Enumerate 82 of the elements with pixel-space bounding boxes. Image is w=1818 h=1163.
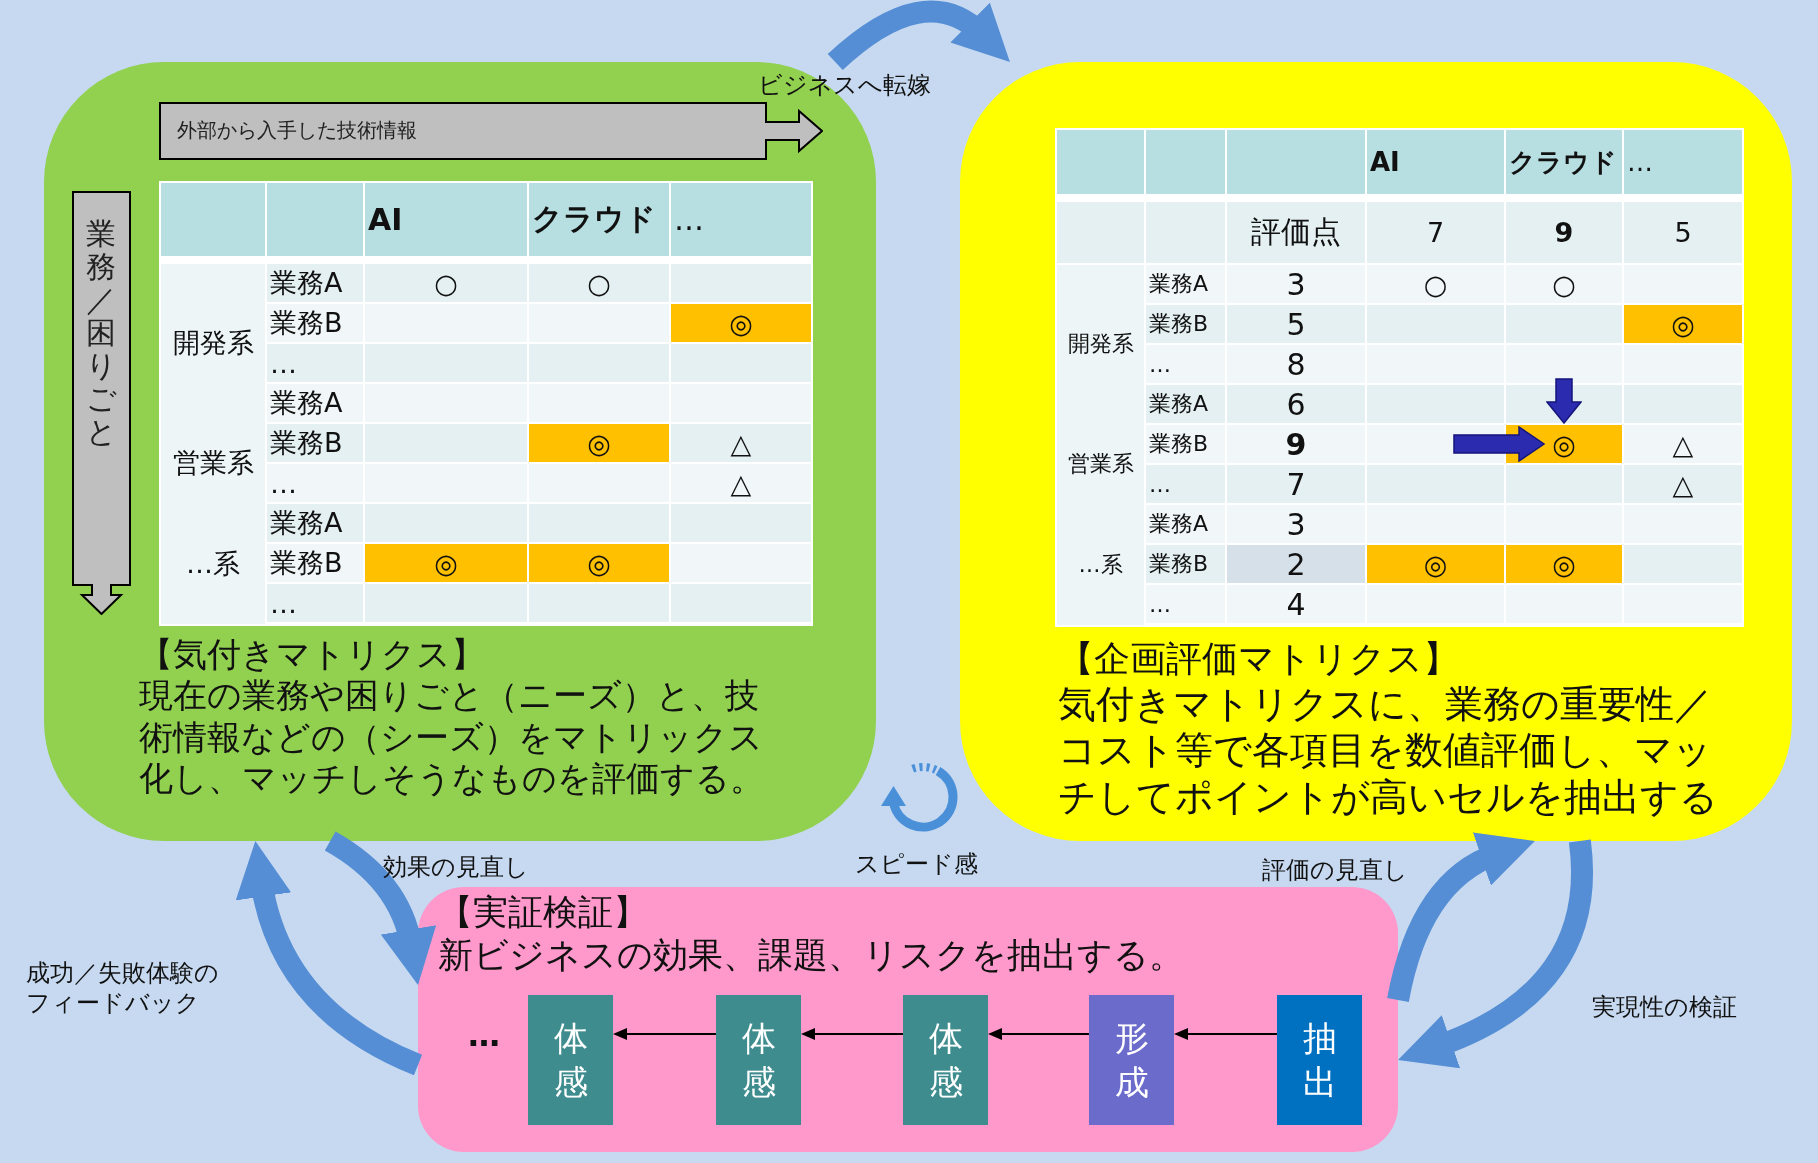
panel-description: 新ビジネスの効果、課題、リスクを抽出する。: [438, 933, 1185, 977]
edge-label: 実現性の検証: [1592, 992, 1737, 1022]
table-cell: 業務A: [1146, 385, 1225, 423]
highlighted-cell: ◎: [671, 304, 811, 342]
table-cell: 業務B: [267, 424, 363, 462]
table-cell: ○: [529, 264, 669, 302]
table-cell: 7: [1367, 202, 1504, 263]
table-cell: 業務A: [267, 384, 363, 422]
table-cell: ○: [1367, 265, 1504, 303]
highlighted-cell: ◎: [1367, 545, 1504, 583]
table-cell: …: [267, 464, 363, 502]
highlighted-cell: ◎: [529, 424, 669, 462]
table-cell: 4: [1227, 585, 1365, 623]
arrow: [988, 1028, 1090, 1040]
rounded-panel: [418, 887, 1398, 1152]
panel-description: 現在の業務や困りごと（ニーズ）と、技術情報などの（シーズ）をマトリックス化し、マッチしそうなものを評価する。: [139, 675, 765, 800]
curved-arrow: [236, 841, 423, 1076]
table-cell: 5: [1624, 202, 1742, 263]
table-cell: △: [1624, 465, 1742, 503]
curved-arrow: [1387, 833, 1535, 1003]
edge-label: 効果の見直し: [383, 852, 529, 882]
edge-label: 成功／失敗体験のフィードバック: [26, 958, 220, 1018]
panel-heading: 【実証検証】: [438, 891, 649, 934]
edge-label: ビジネスへ転嫁: [758, 70, 931, 100]
table-cell: …: [267, 584, 363, 622]
panel-description: 気付きマトリクスに、業務の重要性／コスト等で各項目を数値評価し、マッチしてポイントが高いセルを抽出する: [1058, 680, 1719, 820]
caption-text: スピード感: [855, 849, 978, 880]
table-header-cell: …: [671, 183, 811, 256]
panel-heading: 【気付きマトリクス】: [139, 634, 486, 676]
table-cell: 業務A: [267, 504, 363, 542]
highlighted-cell: ◎: [1506, 545, 1622, 583]
arrow: [801, 1028, 904, 1040]
table-cell: 業務A: [267, 264, 363, 302]
curved-arrow: [324, 831, 436, 985]
table-cell: 8: [1227, 345, 1365, 383]
table-cell: 9: [1506, 202, 1622, 263]
edge-label: 評価の見直し: [1262, 855, 1408, 885]
table-header-cell: AI: [1367, 130, 1504, 194]
table-cell: …: [1146, 465, 1225, 503]
table-cell: ○: [1506, 265, 1622, 303]
table-cell: 業務B: [1146, 425, 1225, 463]
table-cell: 3: [1227, 505, 1365, 543]
curved-arrow: [827, 0, 1012, 71]
step-box: 体感: [716, 995, 801, 1125]
step-box: 形成: [1089, 995, 1174, 1125]
table-cell: 業務B: [267, 304, 363, 342]
ellipsis-text: …: [468, 1016, 500, 1054]
table-cell: 業務B: [267, 544, 363, 582]
table-cell: △: [671, 464, 811, 502]
block-arrow: 外部から入手した技術情報: [159, 102, 823, 160]
highlighted-cell: ◎: [1624, 305, 1742, 343]
table-cell: 9: [1227, 425, 1365, 463]
table-header-cell: AI: [365, 183, 527, 256]
table-cell: …: [1146, 585, 1225, 623]
table-cell: 2: [1227, 545, 1365, 583]
table-cell: △: [1624, 425, 1742, 463]
table-header-cell: クラウド: [529, 183, 669, 256]
table-cell: 7: [1227, 465, 1365, 503]
table-cell: …: [1146, 345, 1225, 383]
step-box: 抽出: [1277, 995, 1362, 1125]
table-cell: 6: [1227, 385, 1365, 423]
table-cell: 業務B: [1146, 545, 1225, 583]
arrow: [1174, 1028, 1278, 1040]
step-box: 体感: [903, 995, 988, 1125]
block-arrow: 業務／困りごと: [72, 191, 131, 615]
step-box: 体感: [528, 995, 613, 1125]
table-header-cell: クラウド: [1506, 130, 1622, 194]
table-cell: 評価点: [1227, 202, 1365, 263]
table-cell: ○: [365, 264, 527, 302]
highlighted-cell: ◎: [529, 544, 669, 582]
table-header-cell: …: [1624, 130, 1742, 194]
highlighted-cell: ◎: [365, 544, 527, 582]
panel-heading: 【企画評価マトリクス】: [1058, 637, 1460, 681]
table-cell: 業務A: [1146, 265, 1225, 303]
table-cell: 業務B: [1146, 305, 1225, 343]
table-cell: …: [267, 344, 363, 382]
arrow: [613, 1028, 717, 1040]
table-cell: 3: [1227, 265, 1365, 303]
table-cell: 5: [1227, 305, 1365, 343]
table-cell: △: [671, 424, 811, 462]
table-cell: 業務A: [1146, 505, 1225, 543]
curved-arrow: [1398, 840, 1593, 1068]
